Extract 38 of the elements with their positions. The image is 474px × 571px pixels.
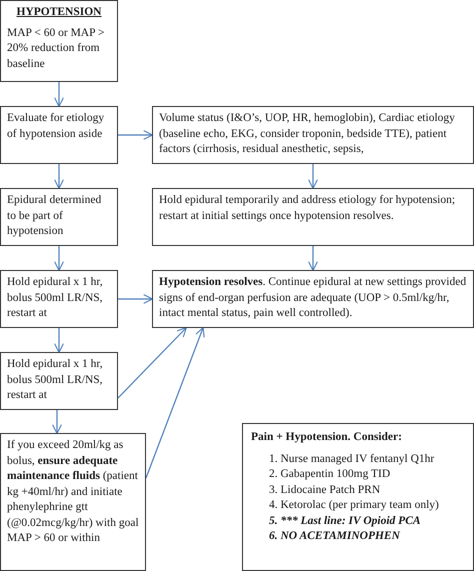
process-box xyxy=(242,423,474,571)
process-box xyxy=(152,270,474,328)
box-text: Hold epidural temporarily and address etiology for hypotension; restart at initial settings once hypotension resolves. xyxy=(159,193,456,224)
process-box xyxy=(0,270,118,328)
box-text: Epidural determined to be part of hypotension xyxy=(7,193,102,239)
process-box xyxy=(0,188,118,246)
box-heading: Pain + Hypotension. Consider: xyxy=(251,430,403,445)
box-text: Volume status (I&O’s, UOP, HR, hemoglobin), Cardiac etiology (baseline echo, EKG, consider troponin, bedside TTE), patient factors (cirrhosis, residual anesthetic, sepsis, xyxy=(159,111,456,157)
arrow xyxy=(54,164,64,189)
list-item: 1. Nurse managed IV fentanyl Q1hr xyxy=(268,452,436,466)
box-text: If you exceed 20ml/kg as bolus, ensure adequate maintenance fluids (patient kg +40ml/hr) and initiate phenylephrine gtt (@0.02mcg/kg/hr) with goal MAP > 60 or within xyxy=(7,438,139,546)
process-box xyxy=(152,106,474,164)
arrow xyxy=(118,294,153,304)
box-heading: HYPOTENSION xyxy=(16,5,102,20)
list-item: 3. Lidocaine Patch PRN xyxy=(268,482,382,498)
box-text: Evaluate for etiology of hypotension aside xyxy=(7,111,106,142)
list-item: 4. Ketorolac (per primary team only) xyxy=(268,498,440,513)
list-item: 5. *** Last line: IV Opioid PCA xyxy=(268,514,422,528)
process-box xyxy=(152,188,474,246)
box-text: Hypotension resolves. Continue epidural at new settings provided signs of end-organ perfusion are adequate (UOP > 0.5ml/kg/hr, intact mental status, pain well controlled). xyxy=(159,275,467,321)
arrow xyxy=(118,130,153,140)
arrow xyxy=(308,164,318,189)
process-box xyxy=(0,352,118,410)
arrow xyxy=(54,82,64,107)
process-box xyxy=(0,106,118,164)
list-item: 6. NO ACETAMINOPHEN xyxy=(268,529,402,544)
arrow xyxy=(118,327,187,398)
process-box xyxy=(0,433,146,571)
arrow xyxy=(145,327,205,478)
list-item: 2. Gabapentin 100mg TID xyxy=(268,467,392,482)
box-text: Hold epidural x 1 hr, bolus 500ml LR/NS, restart at xyxy=(7,357,104,403)
arrow xyxy=(52,410,62,434)
arrow xyxy=(54,246,64,271)
arrow xyxy=(54,328,64,353)
box-text: Hold epidural x 1 hr, bolus 500ml LR/NS, restart at xyxy=(7,275,104,321)
box-text: MAP < 60 or MAP > 20% reduction from baseline xyxy=(7,26,106,72)
arrow xyxy=(308,246,318,271)
process-box xyxy=(0,0,118,82)
